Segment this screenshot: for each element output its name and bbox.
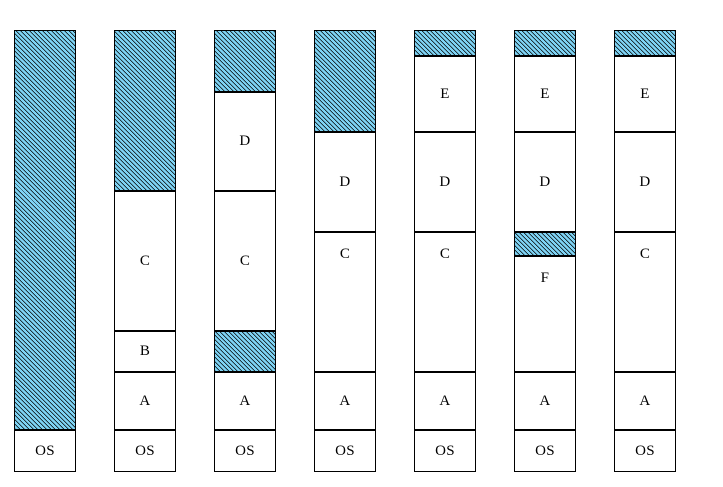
free-memory-block (614, 30, 676, 56)
memory-block-e: E (514, 56, 576, 132)
memory-column-1: OS (14, 30, 76, 472)
block-label: OS (435, 442, 455, 459)
block-label: E (640, 85, 650, 102)
memory-column-3: D C A OS (214, 30, 276, 472)
block-label: A (439, 392, 451, 409)
memory-block-os: OS (614, 430, 676, 472)
memory-block-a: A (314, 372, 376, 430)
memory-block-a: A (414, 372, 476, 430)
block-label: OS (135, 442, 155, 459)
block-label: A (639, 392, 651, 409)
block-label: E (440, 85, 450, 102)
block-label: C (339, 246, 351, 262)
memory-block-d: D (614, 132, 676, 232)
memory-block-a: A (514, 372, 576, 430)
block-label: OS (235, 442, 255, 459)
block-label: B (139, 343, 151, 359)
block-label: E (540, 85, 550, 102)
memory-block-a: A (614, 372, 676, 430)
block-label: A (239, 392, 251, 409)
memory-column-4: D C A OS (314, 30, 376, 472)
block-label: OS (35, 442, 55, 459)
memory-block-e: E (414, 56, 476, 132)
memory-block-c: C (314, 232, 376, 372)
block-label: OS (335, 442, 355, 459)
memory-block-c: C (614, 232, 676, 372)
free-memory-block (414, 30, 476, 56)
memory-block-d: D (214, 92, 276, 191)
memory-block-a: A (114, 372, 176, 430)
block-label: OS (535, 442, 555, 459)
memory-column-2: C B A OS (114, 30, 176, 472)
memory-column-6: E D F A OS (514, 30, 576, 472)
free-memory-block (214, 331, 276, 372)
block-label: D (639, 173, 651, 190)
memory-block-os: OS (14, 430, 76, 472)
memory-block-os: OS (514, 430, 576, 472)
block-label: OS (635, 442, 655, 459)
block-label: D (239, 133, 251, 149)
free-memory-block (314, 30, 376, 132)
free-memory-block (14, 30, 76, 430)
memory-block-c: C (114, 191, 176, 331)
memory-block-c: C (214, 191, 276, 331)
free-memory-block (514, 232, 576, 256)
block-label: A (139, 392, 151, 409)
block-label: A (339, 392, 351, 409)
memory-block-b: B (114, 331, 176, 372)
block-label: F (540, 270, 550, 286)
memory-block-os: OS (414, 430, 476, 472)
memory-block-os: OS (214, 430, 276, 472)
memory-block-d: D (314, 132, 376, 232)
block-label: A (539, 392, 551, 409)
memory-block-f: F (514, 256, 576, 372)
memory-column-5: E D C A OS (414, 30, 476, 472)
memory-block-os: OS (314, 430, 376, 472)
free-memory-block (214, 30, 276, 92)
memory-block-c: C (414, 232, 476, 372)
memory-block-os: OS (114, 430, 176, 472)
block-label: C (439, 246, 451, 262)
memory-block-e: E (614, 56, 676, 132)
memory-block-d: D (514, 132, 576, 232)
block-label: D (539, 173, 551, 190)
block-label: D (439, 173, 451, 190)
block-label: C (239, 252, 251, 269)
block-label: C (639, 246, 651, 262)
memory-block-a: A (214, 372, 276, 430)
free-memory-block (114, 30, 176, 191)
block-label: D (339, 173, 351, 190)
free-memory-block (514, 30, 576, 56)
memory-block-d: D (414, 132, 476, 232)
memory-column-7: E D C A OS (614, 30, 676, 472)
block-label: C (139, 252, 151, 269)
